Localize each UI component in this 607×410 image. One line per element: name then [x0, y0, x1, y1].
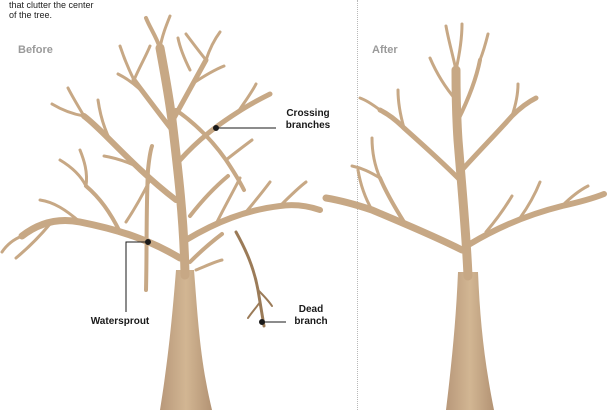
crossing-branches-label: Crossing branches: [278, 108, 338, 132]
before-trunk: [160, 270, 212, 410]
dead-branch: [236, 232, 264, 326]
after-tree: [326, 24, 604, 410]
crossing-line2: branches: [278, 120, 338, 132]
dead-line2: branch: [288, 316, 334, 328]
before-left-scaffold: [22, 221, 180, 258]
after-right-scaffold: [470, 194, 604, 244]
before-right-scaffold: [186, 205, 320, 240]
before-tree: [2, 16, 320, 410]
crossing-branch-a: [180, 94, 270, 160]
watersprout-label: Watersprout: [80, 316, 160, 328]
watersprout: [146, 146, 152, 290]
dead-line1: Dead: [288, 304, 334, 316]
dead-branch-label: Dead branch: [288, 304, 334, 328]
crossing-line1: Crossing: [278, 108, 338, 120]
after-trunk: [446, 272, 494, 410]
